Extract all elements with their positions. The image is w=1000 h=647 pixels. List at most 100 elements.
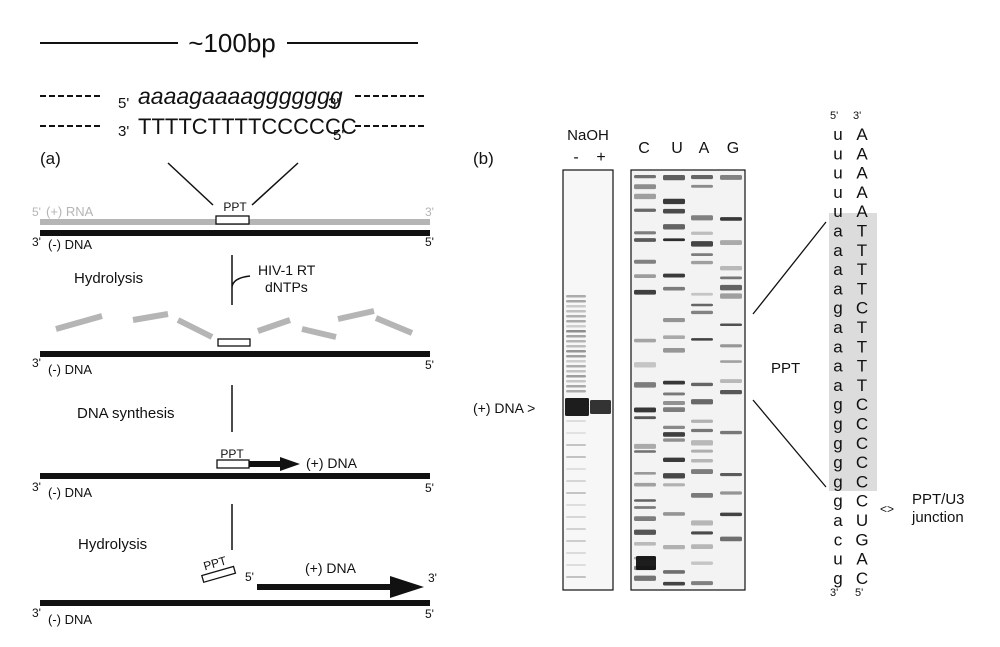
ppt-box-4 xyxy=(200,565,237,584)
minus-dna-prime-left-2: 3' xyxy=(32,356,41,370)
gel-band xyxy=(566,492,586,494)
gel-band xyxy=(634,184,656,190)
gel-band xyxy=(566,320,586,323)
gel-band xyxy=(566,576,586,578)
bottom-strand-sequence: TTTTCTTTTCCCCCC xyxy=(138,114,357,139)
gel-bands-naoh xyxy=(565,295,611,578)
gel-band xyxy=(691,428,713,433)
dna-base: C xyxy=(856,492,868,511)
rna-base: u xyxy=(833,550,842,569)
gel-band xyxy=(634,506,656,509)
gel-band xyxy=(634,575,656,581)
gel-band xyxy=(720,473,742,477)
rna-base: u xyxy=(833,164,842,183)
dna-base: A xyxy=(856,164,868,183)
naoh-minus: - xyxy=(573,149,578,166)
top-strand-prime-left: 5' xyxy=(118,95,129,112)
naoh-label: NaOH xyxy=(567,127,609,144)
gel-band xyxy=(691,303,713,307)
gel-band xyxy=(566,380,586,383)
gel-band xyxy=(663,438,685,442)
gel-band xyxy=(691,382,713,387)
gel-band xyxy=(566,365,586,368)
seq-prime-top-left: 5' xyxy=(830,110,838,122)
gel-band xyxy=(566,330,586,333)
gel-band xyxy=(691,531,713,535)
junction-marker: <> xyxy=(880,502,894,516)
gel-band xyxy=(566,295,586,298)
gel-band xyxy=(634,259,656,264)
rna-base: g xyxy=(833,492,842,511)
gel-band xyxy=(566,468,586,470)
gel-band xyxy=(634,443,656,449)
minus-dna-label-3: (-) DNA xyxy=(48,485,92,500)
gel-band xyxy=(720,390,742,395)
enzyme-line-1: HIV-1 RT xyxy=(258,262,316,278)
gel-band xyxy=(720,175,742,180)
gel-band xyxy=(691,449,713,453)
zoom-line-right xyxy=(251,162,299,206)
minus-dna-label-4: (-) DNA xyxy=(48,612,92,627)
rna-base: a xyxy=(833,357,843,376)
dna-base: U xyxy=(856,511,868,530)
gel-band xyxy=(590,400,611,414)
product-label: (+) DNA > xyxy=(473,400,535,416)
gel-band xyxy=(663,198,685,205)
plus-dna-label-1: (+) DNA xyxy=(306,455,358,471)
gel-band xyxy=(720,360,742,363)
gel-band xyxy=(566,432,586,434)
minus-dna-prime-right-1: 5' xyxy=(425,235,434,249)
bottom-strand-prime-right: 5' xyxy=(333,127,344,144)
gel-band xyxy=(634,382,656,388)
gel-bands-sequencing xyxy=(634,175,742,586)
step-hydrolysis-2: Hydrolysis xyxy=(78,536,147,553)
gel-band xyxy=(663,392,685,396)
dna-base: A xyxy=(856,550,868,569)
dna-base: T xyxy=(857,376,867,395)
gel-band xyxy=(663,175,685,181)
rna-base: g xyxy=(833,569,842,588)
rna-base: g xyxy=(833,434,842,453)
gel-band xyxy=(663,380,685,385)
dna-base: C xyxy=(856,434,868,453)
rna-base: g xyxy=(833,472,842,491)
panel-a: ~100bp 5' aaaagaaaaggggggg 3' 3' TTTTCTT… xyxy=(32,28,437,627)
gel-band xyxy=(566,564,586,566)
plus-dna-prime-left: 5' xyxy=(245,570,254,584)
rna-base: a xyxy=(833,222,843,241)
minus-dna-prime-left-1: 3' xyxy=(32,235,41,249)
gel-band xyxy=(634,499,656,502)
gel-band xyxy=(634,450,656,453)
plus-dna-arrow-1 xyxy=(249,457,300,471)
zoom-line-left xyxy=(167,162,214,206)
gel-band xyxy=(566,340,586,343)
seq-prime-bottom-left: 3' xyxy=(830,587,838,599)
rna-base: c xyxy=(834,530,843,549)
plus-dna-label-2: (+) DNA xyxy=(305,560,357,576)
lane-label-a: A xyxy=(699,140,710,157)
minus-dna-label-1: (-) DNA xyxy=(48,237,92,252)
gel-band xyxy=(691,175,713,180)
junction-line-2: junction xyxy=(911,509,964,526)
gel-band xyxy=(663,238,685,242)
plus-dna-prime-right: 3' xyxy=(428,571,437,585)
gel-band xyxy=(566,305,586,308)
rna-base: g xyxy=(833,415,842,434)
gel-band xyxy=(566,480,586,482)
ppt-box-label-4: PPT xyxy=(202,553,229,573)
gel-band xyxy=(691,458,713,463)
rna-label: (+) RNA xyxy=(46,204,94,219)
gel-band xyxy=(720,379,742,384)
step-synthesis: DNA synthesis xyxy=(77,405,175,422)
gel-band xyxy=(691,419,713,423)
gel-band xyxy=(720,536,742,542)
gel-band xyxy=(566,350,586,353)
dna-base: T xyxy=(857,357,867,376)
gel-band xyxy=(566,504,586,506)
gel-band xyxy=(634,175,656,179)
rna-base: a xyxy=(833,376,843,395)
gel-band xyxy=(663,273,685,278)
gel-band xyxy=(691,399,713,405)
dna-base: T xyxy=(857,260,867,279)
